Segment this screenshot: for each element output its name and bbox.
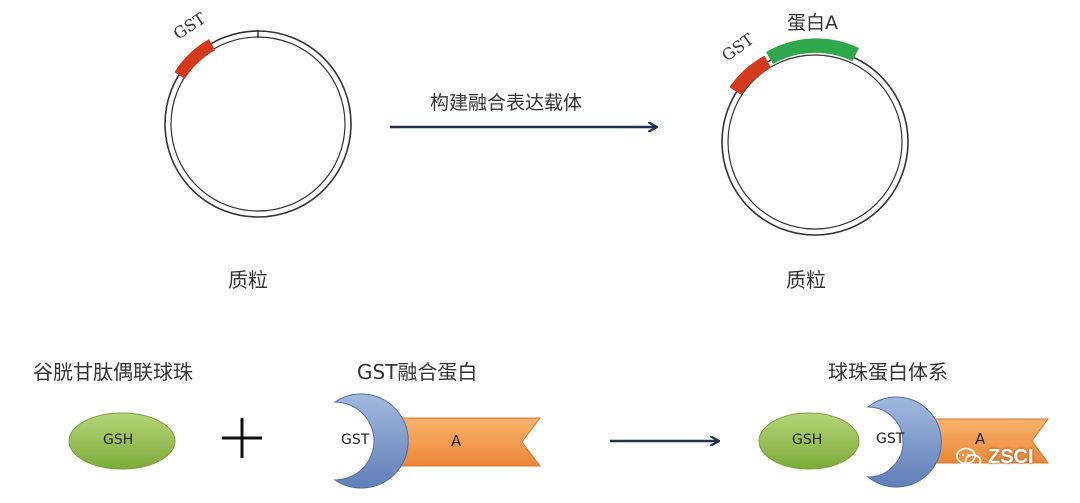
protein-a-text: A xyxy=(451,432,462,450)
system-title: 球珠蛋白体系 xyxy=(828,360,948,384)
system-protein-a-text: A xyxy=(975,430,986,448)
bead-protein-system xyxy=(758,396,1049,488)
system-gst-crescent xyxy=(866,396,942,488)
watermark: ZSCI xyxy=(956,446,1034,469)
system-gst-label: GST xyxy=(876,431,905,447)
plasmid-left-caption: 质粒 xyxy=(228,268,268,292)
wechat-icon xyxy=(956,447,982,468)
system-gsh-label: GSH xyxy=(792,432,823,448)
gst-label: GST xyxy=(341,432,370,448)
protein-a-label: 蛋白A xyxy=(787,12,838,34)
fusion-title: GST融合蛋白 xyxy=(357,360,478,384)
plasmid-left: GST xyxy=(164,8,352,218)
gst-crescent xyxy=(333,393,409,489)
gst-fusion-protein xyxy=(333,393,541,489)
gsh-label: GSH xyxy=(103,432,134,448)
gst-segment-left xyxy=(174,39,215,79)
plasmid-right: GST xyxy=(718,29,909,236)
beads-title: 谷胱甘肽偶联球珠 xyxy=(33,360,193,384)
gst-segment-right xyxy=(729,55,771,95)
plus-sign xyxy=(222,418,262,458)
protein-a-segment xyxy=(766,38,859,64)
gst-label-left: GST xyxy=(170,8,209,43)
gst-label-right: GST xyxy=(718,29,757,65)
construct-arrow-label: 构建融合表达载体 xyxy=(430,92,583,114)
plasmid-right-caption: 质粒 xyxy=(786,268,826,292)
watermark-text: ZSCI xyxy=(988,446,1034,468)
gsh-bead xyxy=(68,412,176,470)
system-gsh-bead xyxy=(758,412,860,470)
